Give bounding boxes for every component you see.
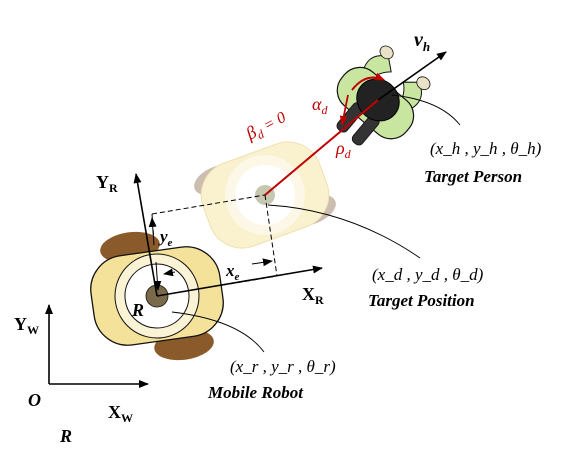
robot-y-axis xyxy=(133,173,158,297)
world-y-label: YW xyxy=(14,314,39,337)
robot-x-label: XR xyxy=(302,284,324,307)
target-position-name: Target Position xyxy=(368,291,475,310)
leader-lines xyxy=(171,94,461,353)
world-x-label: XW xyxy=(108,402,133,425)
beta-label: βd = 0 xyxy=(242,106,291,146)
rho-line xyxy=(264,99,379,196)
target-person-name: Target Person xyxy=(424,167,522,186)
error-arrows xyxy=(148,217,273,291)
alpha-pointer xyxy=(339,94,349,126)
mobile-robot-name: Mobile Robot xyxy=(207,383,304,402)
xe-label: xe xyxy=(225,261,240,283)
mobile-robot-state: (x_r , y_r , θ_r) xyxy=(230,357,336,376)
rho-label: ρd xyxy=(335,138,352,161)
target-person-state: (x_h , y_h , θ_h) xyxy=(430,139,542,158)
target-position-state: (x_d , y_d , θ_d) xyxy=(372,265,484,284)
velocity-arrow xyxy=(377,51,447,101)
robot-x-axis xyxy=(156,265,323,297)
alpha-label: αd xyxy=(312,94,328,117)
world-bottom-label: R xyxy=(59,426,72,446)
velocity-label: vh xyxy=(414,29,430,54)
mobile-robot-body xyxy=(90,231,224,361)
robot-frame-axes xyxy=(133,173,323,297)
world-frame-axes xyxy=(45,304,149,388)
ye-label: ye xyxy=(158,227,173,249)
world-origin-label: O xyxy=(28,390,41,410)
robot-center-label: R xyxy=(131,300,144,320)
alpha-arc xyxy=(351,72,385,91)
robot-y-label: YR xyxy=(96,172,118,195)
